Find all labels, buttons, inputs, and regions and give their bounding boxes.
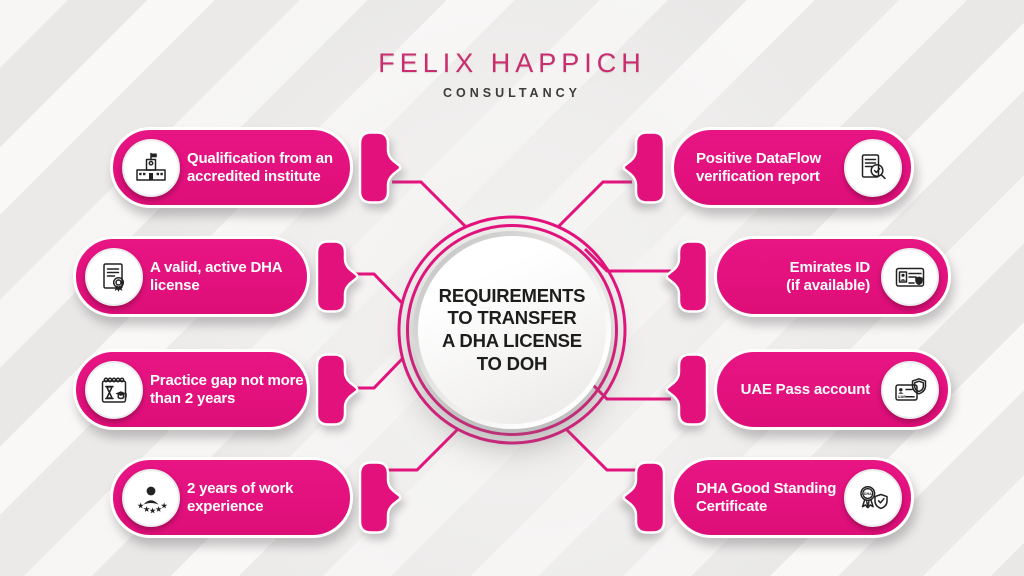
pill-arrow-right-4 bbox=[622, 461, 666, 534]
requirement-label: Positive DataFlow verification report bbox=[696, 149, 821, 185]
svg-text:★: ★ bbox=[150, 507, 157, 515]
requirement-pill-qualification: Qualification from an accredited institu… bbox=[110, 127, 353, 208]
connector-right-2 bbox=[583, 247, 671, 273]
dha-good-standing-icon: DHA bbox=[844, 468, 902, 527]
license-certificate-icon bbox=[85, 247, 143, 306]
center-title: REQUIREMENTS TO TRANSFER A DHA LICENSE T… bbox=[439, 285, 586, 375]
practice-gap-calendar-icon bbox=[85, 360, 143, 419]
svg-text:UAE: UAE bbox=[898, 394, 906, 398]
emirates-id-icon bbox=[881, 247, 939, 306]
pill-arrow-right-1 bbox=[622, 131, 666, 204]
uae-pass-icon: UAE bbox=[881, 360, 939, 419]
requirement-pill-dataflow: Positive DataFlow verification report bbox=[671, 127, 914, 208]
svg-text:★: ★ bbox=[161, 502, 168, 510]
center-circle: REQUIREMENTS TO TRANSFER A DHA LICENSE T… bbox=[413, 231, 611, 429]
center-circle-face: REQUIREMENTS TO TRANSFER A DHA LICENSE T… bbox=[418, 236, 606, 424]
pill-arrow-left-4 bbox=[358, 461, 402, 534]
svg-text:★: ★ bbox=[138, 502, 145, 510]
requirement-label: Practice gap not more than 2 years bbox=[150, 371, 304, 407]
requirement-label: A valid, active DHA license bbox=[150, 258, 283, 294]
center-title-line: TO DOH bbox=[476, 352, 548, 374]
connector-left-4 bbox=[388, 427, 460, 472]
school-icon bbox=[122, 138, 180, 197]
brand-title: FELIX HAPPICH bbox=[378, 48, 646, 78]
brand-subtitle: CONSULTANCY bbox=[443, 86, 581, 100]
requirement-pill-practice-gap: Practice gap not more than 2 years bbox=[73, 349, 310, 430]
requirement-label: Emirates ID (if available) bbox=[786, 258, 870, 294]
pill-arrow-right-2 bbox=[665, 240, 709, 313]
work-experience-icon: ★ ★ ★ ★ ★ bbox=[122, 468, 180, 527]
requirement-pill-work-experience: ★ ★ ★ ★ ★ 2 years of work experience bbox=[110, 457, 353, 538]
pill-arrow-left-1 bbox=[358, 131, 402, 204]
connector-right-1 bbox=[556, 180, 632, 229]
pill-arrow-left-3 bbox=[315, 353, 359, 426]
connector-right-4 bbox=[564, 427, 636, 472]
outer-ring bbox=[397, 215, 627, 445]
requirement-pill-uae-pass: UAE UAE Pass account bbox=[714, 349, 951, 430]
dataflow-report-icon bbox=[844, 138, 902, 197]
requirement-label: Qualification from an accredited institu… bbox=[187, 149, 333, 185]
requirement-label: 2 years of work experience bbox=[187, 479, 294, 515]
svg-text:★: ★ bbox=[144, 505, 151, 513]
svg-text:★: ★ bbox=[156, 505, 163, 513]
center-title-line: TO TRANSFER bbox=[447, 307, 577, 329]
requirement-pill-good-standing: DHA DHA Good Standing Certificate bbox=[671, 457, 914, 538]
requirement-pill-dha-license: A valid, active DHA license bbox=[73, 236, 310, 317]
inner-ring bbox=[406, 224, 618, 436]
requirement-label: UAE Pass account bbox=[740, 380, 871, 398]
requirement-label: DHA Good Standing Certificate bbox=[696, 479, 837, 515]
pill-arrow-left-2 bbox=[315, 240, 359, 313]
center-title-line: REQUIREMENTS bbox=[438, 284, 586, 306]
requirement-pill-emirates-id: Emirates ID (if available) bbox=[714, 236, 951, 317]
connector-left-1 bbox=[392, 180, 468, 229]
svg-text:DHA: DHA bbox=[864, 492, 872, 496]
center-title-line: A DHA LICENSE bbox=[442, 330, 582, 351]
pill-arrow-right-3 bbox=[665, 353, 709, 426]
brand-logo: FELIX HAPPICH CONSULTANCY bbox=[0, 48, 1024, 100]
